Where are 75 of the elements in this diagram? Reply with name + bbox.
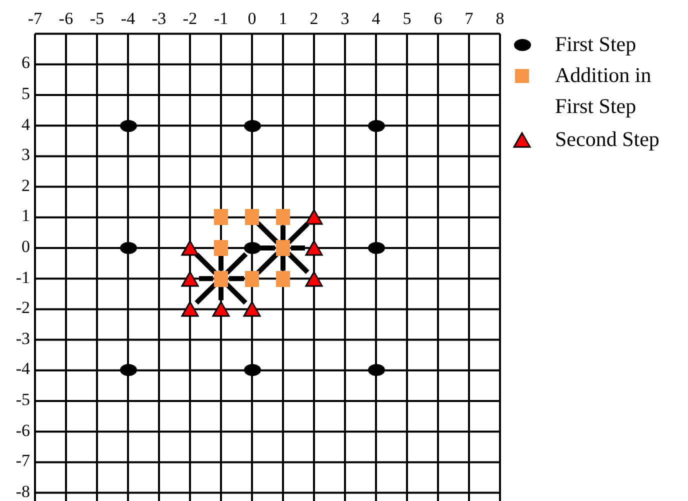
connector-line [260,246,275,250]
square-marker [214,209,228,226]
triangle-marker [181,270,199,287]
axis-tick-label: 4 [20,116,30,133]
ellipse-marker [120,120,136,132]
connector-line [194,252,218,275]
axis-tick-label: 0 [20,238,30,255]
axis-tick-label: 1 [278,10,288,27]
triangle-marker [212,301,230,318]
axis-tick-label: -6 [58,10,74,27]
axis-tick-label: -5 [88,10,106,27]
connector-line [199,276,213,282]
connector-line [256,252,280,275]
connector-line [224,252,248,275]
triangle-marker [305,270,323,287]
ellipse-marker [120,364,136,376]
square-marker [214,270,228,287]
axis-tick-label: -7 [26,10,44,27]
connector-line [280,256,286,271]
connector-line [218,286,224,300]
ellipse-marker [244,120,260,132]
axis-tick-label: 2 [20,176,30,194]
connector-line [224,282,248,305]
triangle-marker [181,301,199,318]
axis-tick-label: -3 [150,10,168,27]
square-marker [214,240,228,256]
square-marker [276,270,290,287]
axis-tick-label: 6 [432,10,444,27]
square-marker [245,270,259,287]
axis-tick-label: -4 [14,360,30,378]
triangle-marker [181,240,199,256]
axis-tick-label: -5 [14,391,30,408]
ellipse-marker [244,364,260,376]
axis-tick-label: 3 [20,146,30,164]
axis-tick-label: -4 [120,10,136,27]
axis-tick-label: 1 [20,207,30,224]
legend-label: Second Step [555,126,660,153]
axis-tick-label: 7 [464,10,474,27]
axis-tick-label: 2 [308,10,320,27]
triangle-marker [305,240,323,256]
axis-tick-label: -1 [212,10,230,27]
axis-tick-label: -2 [14,299,30,316]
axis-tick-label: 8 [494,10,506,27]
triangle-marker [243,301,261,318]
connector-line [286,252,310,274]
connector-line [286,222,310,244]
legend-label: First Step [555,31,638,58]
connector-line [280,225,286,240]
ellipse-marker [368,364,384,376]
square-marker [276,209,290,226]
connector-line [256,221,280,244]
triangle-marker [305,209,323,226]
ellipse-marker [244,242,260,254]
square-marker [245,209,259,226]
axis-tick-label: -1 [14,268,30,286]
connector-line [291,246,305,250]
axis-tick-label: 4 [370,10,382,27]
axis-tick-label: -8 [14,482,30,500]
connector-line [218,256,224,271]
axis-tick-label: 5 [402,10,412,27]
connector-line [194,282,218,305]
axis-tick-label: -2 [182,10,198,27]
axis-tick-label: 3 [340,10,350,27]
ellipse-marker [368,242,384,254]
axis-tick-label: 0 [246,10,258,27]
square-marker [276,240,290,256]
axis-tick-label: -6 [14,422,30,439]
axis-tick-label: 6 [20,54,30,72]
ellipse-marker [120,242,136,254]
legend-label: Addition in First Step [555,62,652,120]
connector-line [229,276,244,282]
axis-tick-label: 5 [20,85,30,102]
axis-tick-label: -7 [14,452,30,470]
ellipse-marker [368,120,384,132]
axis-tick-label: -3 [14,330,30,347]
